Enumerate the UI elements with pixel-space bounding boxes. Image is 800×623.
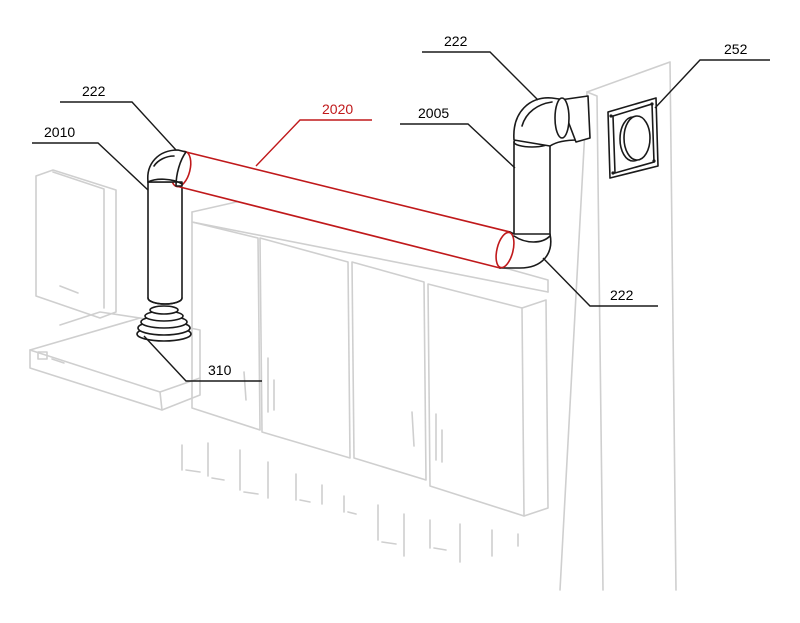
left-vertical-pipe <box>147 181 183 305</box>
label-310: 310 <box>208 362 232 378</box>
wall-port-flange <box>607 97 659 179</box>
leader-lines <box>32 51 770 382</box>
hood-adapter <box>136 305 192 342</box>
elbow-bottom-right <box>495 231 552 269</box>
label-222-bottom-right: 222 <box>610 287 634 303</box>
label-252: 252 <box>724 41 748 57</box>
right-vertical-pipe <box>513 136 551 239</box>
label-2020: 2020 <box>322 101 353 117</box>
elbow-top-left <box>147 149 187 187</box>
label-222-top-left: 222 <box>82 83 106 99</box>
label-222-top-right: 222 <box>444 33 468 49</box>
elbow-top-right <box>513 95 591 147</box>
label-2005: 2005 <box>418 105 449 121</box>
label-2010: 2010 <box>44 124 75 140</box>
